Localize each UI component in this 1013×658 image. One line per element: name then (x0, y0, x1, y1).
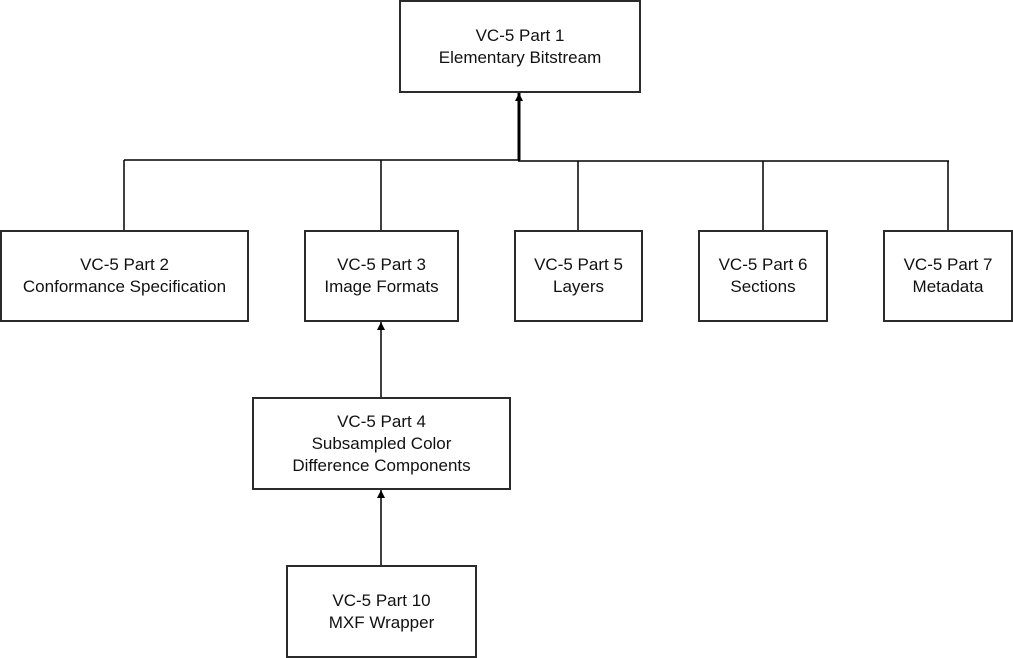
node-part10-line1: VC-5 Part 10 (332, 590, 431, 610)
node-part3-line2: Image Formats (324, 277, 439, 296)
node-part5-line2: Layers (552, 277, 605, 296)
node-part4-line2: Subsampled Color (311, 433, 452, 453)
node-part4-line1: VC-5 Part 4 (337, 411, 426, 431)
node-part1: VC-5 Part 1 Elementary Bitstream (399, 0, 641, 93)
node-part10: VC-5 Part 10 MXF Wrapper (286, 565, 477, 658)
node-part3: VC-5 Part 3 Image Formats (304, 230, 459, 322)
node-part2-line1: VC-5 Part 2 (80, 255, 169, 274)
node-part6-line1: VC-5 Part 6 (718, 255, 808, 274)
node-part3-line1: VC-5 Part 3 (337, 255, 426, 274)
node-part1-line2: Elementary Bitstream (438, 47, 602, 67)
node-part7-line1: VC-5 Part 7 (903, 255, 993, 274)
node-part7-line2: Metadata (912, 277, 984, 296)
node-part7: VC-5 Part 7 Metadata (883, 230, 1013, 322)
node-part2: VC-5 Part 2 Conformance Specification (0, 230, 249, 322)
node-part6: VC-5 Part 6 Sections (698, 230, 828, 322)
node-part5: VC-5 Part 5 Layers (514, 230, 643, 322)
node-part4-line3: Difference Components (292, 455, 471, 475)
node-part6-line2: Sections (730, 277, 796, 296)
node-part5-line1: VC-5 Part 5 (534, 255, 623, 274)
node-part2-line2: Conformance Specification (22, 277, 227, 296)
node-part10-line2: MXF Wrapper (328, 612, 435, 632)
node-part4: VC-5 Part 4 Subsampled Color Difference … (252, 397, 511, 490)
node-part1-line1: VC-5 Part 1 (475, 25, 565, 45)
